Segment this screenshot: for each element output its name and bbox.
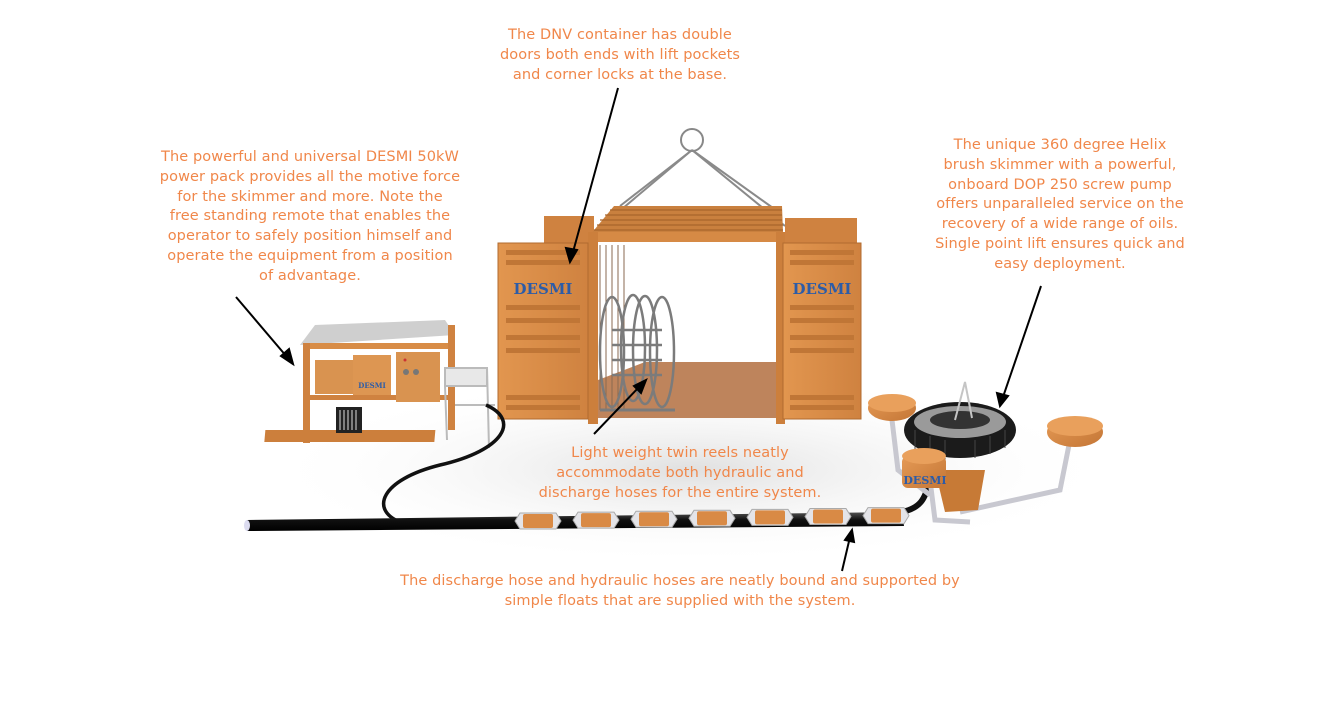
arrow-skimmer	[995, 285, 1042, 409]
desmi-logo-right-door: DESMI	[793, 280, 852, 298]
desmi-logo-left-door: DESMI	[514, 280, 573, 298]
arrow-reels	[593, 377, 648, 435]
arrow-container-door	[564, 87, 619, 265]
hose-float	[514, 512, 562, 530]
dnv-container: DESMI DESMI	[497, 128, 862, 424]
desmi-logo-skimmer: DESMI	[903, 474, 946, 487]
callout-container: The DNV container has double doors both …	[499, 27, 741, 83]
arrow-power-pack	[235, 296, 295, 367]
hose-floats	[514, 507, 910, 530]
hose-float	[804, 508, 852, 525]
back-door-left	[544, 216, 594, 246]
hydraulic-hoses	[381, 403, 506, 524]
hose-float	[630, 510, 678, 528]
skimmer-float-front	[902, 456, 946, 488]
hose-float	[572, 511, 620, 529]
hose-float	[746, 508, 794, 526]
callout-reels: Light weight twin reels neatly accommoda…	[538, 445, 822, 501]
container-left-door: DESMI	[497, 242, 589, 420]
power-pack: DESMI	[264, 320, 495, 449]
lift-ring	[680, 128, 704, 152]
hose-float	[862, 507, 910, 525]
hose-reels	[598, 293, 676, 412]
callout-hoses: The discharge hose and hydraulic hoses a…	[400, 573, 960, 609]
container-right-door: DESMI	[782, 242, 862, 420]
callout-arrows	[235, 87, 1042, 572]
arrow-floats	[841, 527, 856, 572]
callout-power-pack: The powerful and universal DESMI 50kW po…	[159, 149, 461, 284]
helix-brush-skimmer: DESMI	[868, 381, 1103, 525]
hose-float	[688, 509, 736, 527]
desmi-logo-power-pack: DESMI	[358, 381, 385, 390]
callout-skimmer: The unique 360 degree Helix brush skimme…	[935, 137, 1185, 272]
